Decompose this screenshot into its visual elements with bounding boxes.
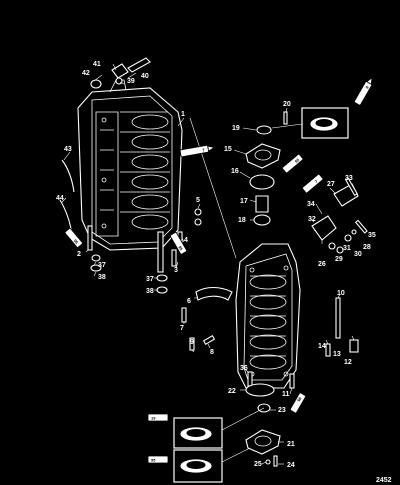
callout-28: 28 xyxy=(363,244,371,251)
callout-17: 17 xyxy=(240,198,248,205)
callout-34: 34 xyxy=(307,201,315,208)
callout-31: 31 xyxy=(343,245,351,252)
hose-43-44 xyxy=(59,151,75,235)
fitting-26-35 xyxy=(309,177,368,254)
svg-text:19: 19 xyxy=(151,416,156,421)
callout-29: 29 xyxy=(335,256,343,263)
callout-1-leaders xyxy=(177,117,237,259)
seal-housing-15-20 xyxy=(233,107,288,226)
fasteners-2-37-38 xyxy=(85,225,168,294)
inset-leaders xyxy=(221,123,303,463)
callout-14: 14 xyxy=(318,343,326,350)
seal-inset-top xyxy=(301,107,349,139)
callout-1: 1 xyxy=(181,111,185,118)
svg-text:95: 95 xyxy=(177,245,184,252)
callout-27: 27 xyxy=(327,181,335,188)
fitting-39-42-group xyxy=(90,57,151,89)
callout-37: 37 xyxy=(98,262,106,269)
seal-inset-bottom-1 xyxy=(173,417,223,449)
callout-36: 36 xyxy=(240,365,248,372)
callout-labels: 1 2 3 4 5 6 7 8 9 10 11 12 13 14 15 16 1… xyxy=(56,61,376,469)
callout-41: 41 xyxy=(93,61,101,68)
callout-30: 30 xyxy=(354,251,362,258)
callout-6: 6 xyxy=(187,298,191,305)
callout-38: 38 xyxy=(98,274,106,281)
svg-text:7: 7 xyxy=(202,147,206,152)
callout-35: 35 xyxy=(368,232,376,239)
sealant-tubes: 7 9 95 7 95 95 95 19 xyxy=(64,76,373,464)
callout-19: 19 xyxy=(232,125,240,132)
crankcase-cover xyxy=(235,243,301,389)
callout-26: 26 xyxy=(318,261,326,268)
svg-text:95: 95 xyxy=(296,396,303,403)
cylinder-block-upper xyxy=(77,79,183,251)
svg-text:9: 9 xyxy=(364,85,370,90)
callout-23: 23 xyxy=(278,407,286,414)
seal-22-36 xyxy=(240,367,275,397)
callout-11: 11 xyxy=(282,391,290,398)
seal-inset-bottom-2 xyxy=(173,449,223,483)
fasteners-6-9 xyxy=(181,286,233,353)
callout-18: 18 xyxy=(238,217,246,224)
secondary-callouts: 37 38 xyxy=(146,276,154,295)
callout-38-b: 38 xyxy=(146,288,154,295)
svg-text:95: 95 xyxy=(73,238,80,245)
callout-32: 32 xyxy=(308,216,316,223)
callout-4: 4 xyxy=(184,237,188,244)
callout-39: 39 xyxy=(127,78,135,85)
callout-5: 5 xyxy=(196,197,200,204)
callout-16: 16 xyxy=(231,168,239,175)
callout-24: 24 xyxy=(287,462,295,469)
callout-44: 44 xyxy=(56,195,64,202)
callout-43: 43 xyxy=(64,146,72,153)
callout-10: 10 xyxy=(337,290,345,297)
callout-3: 3 xyxy=(174,267,178,274)
callout-2: 2 xyxy=(77,251,81,258)
svg-text:7: 7 xyxy=(314,178,320,184)
callout-42: 42 xyxy=(82,70,90,77)
callout-12: 12 xyxy=(344,359,352,366)
callout-37-b: 37 xyxy=(146,276,154,283)
svg-text:95: 95 xyxy=(294,157,301,164)
callout-25: 25 xyxy=(254,461,262,468)
callout-40: 40 xyxy=(141,73,149,80)
callout-20: 20 xyxy=(283,101,291,108)
callout-13: 13 xyxy=(333,351,341,358)
callout-33: 33 xyxy=(345,175,353,182)
lower-seal-group xyxy=(245,403,284,467)
callout-21: 21 xyxy=(287,441,295,448)
callout-7: 7 xyxy=(180,325,184,332)
callout-15: 15 xyxy=(224,146,232,153)
diagram-reference-number: 2452 xyxy=(376,477,392,484)
svg-text:95: 95 xyxy=(151,458,156,463)
callout-8: 8 xyxy=(210,349,214,356)
callout-9: 9 xyxy=(190,339,194,346)
fasteners-10-14 xyxy=(289,293,359,395)
callout-22: 22 xyxy=(228,388,236,395)
